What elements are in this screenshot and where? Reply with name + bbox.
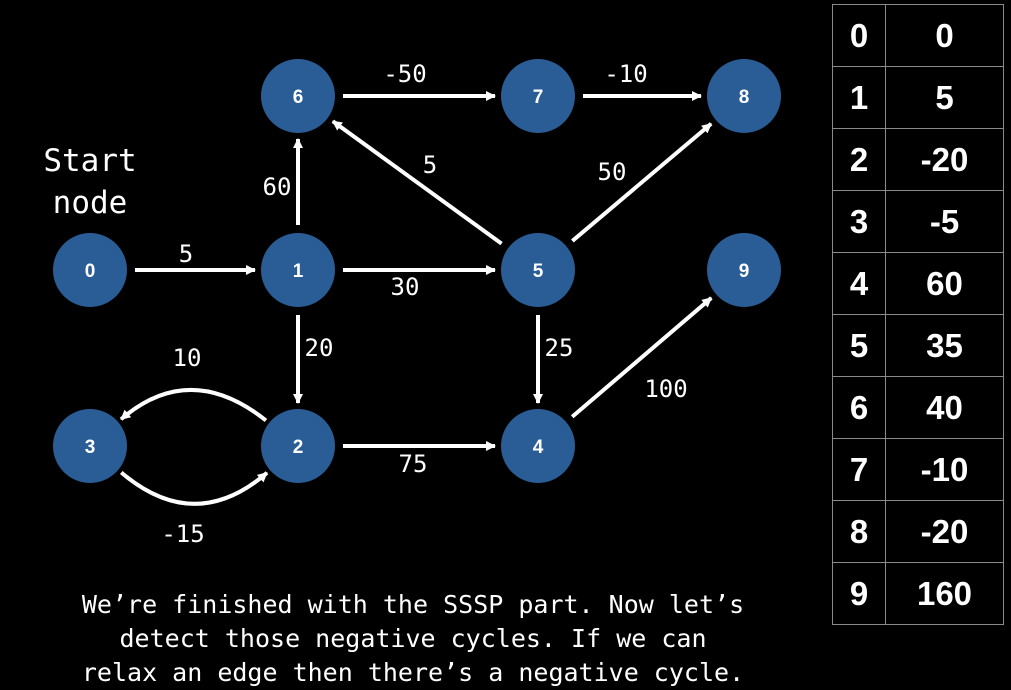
edge-weight-5-6: 5 bbox=[423, 151, 437, 179]
node-7: 7 bbox=[501, 59, 575, 133]
edge-4-9 bbox=[570, 296, 713, 419]
edge-weight-5-8: 50 bbox=[598, 158, 627, 186]
node-label-2: 2 bbox=[293, 437, 304, 458]
distance-value-cell: 160 bbox=[916, 574, 973, 612]
node-0: 0 bbox=[53, 233, 127, 307]
distance-node-cell: 9 bbox=[833, 563, 886, 624]
edge-weight-5-4: 25 bbox=[545, 334, 574, 362]
distance-value-cell: -10 bbox=[920, 450, 969, 488]
distance-value-cell: -20 bbox=[920, 140, 969, 178]
distance-row-9: 9 160 bbox=[833, 562, 1003, 624]
distance-node-cell: 6 bbox=[833, 377, 886, 438]
node-2: 2 bbox=[261, 409, 335, 483]
node-label-0: 0 bbox=[85, 261, 96, 282]
node-label-5: 5 bbox=[533, 261, 544, 282]
distance-value-cell: -20 bbox=[920, 512, 969, 550]
node-label-4: 4 bbox=[533, 437, 544, 458]
node-label-9: 9 bbox=[739, 261, 750, 282]
distance-row-7: 7 -10 bbox=[833, 438, 1003, 500]
edge-weight-2-3: 10 bbox=[173, 344, 202, 372]
distance-node-cell: 1 bbox=[833, 67, 886, 128]
edge-weight-4-9: 100 bbox=[644, 375, 687, 403]
node-4: 4 bbox=[501, 409, 575, 483]
distance-value-cell: 35 bbox=[926, 326, 963, 364]
node-9: 9 bbox=[707, 233, 781, 307]
node-5: 5 bbox=[501, 233, 575, 307]
node-circle-2 bbox=[261, 409, 335, 483]
node-circle-4 bbox=[501, 409, 575, 483]
distance-row-5: 5 35 bbox=[833, 314, 1003, 376]
distance-value-cell: 5 bbox=[935, 78, 954, 116]
node-label-1: 1 bbox=[293, 261, 304, 282]
edge-weight-2-4: 75 bbox=[399, 450, 428, 478]
node-label-3: 3 bbox=[85, 437, 96, 458]
distance-row-3: 3 -5 bbox=[833, 190, 1003, 252]
node-label-6: 6 bbox=[293, 87, 304, 108]
node-circle-1 bbox=[261, 233, 335, 307]
caption-line-1: We’re finished with the SSSP part. Now l… bbox=[81, 590, 745, 619]
node-label-7: 7 bbox=[533, 87, 544, 108]
nodes-layer: 0 1 2 3 4 5 6 7 8 9 bbox=[53, 59, 781, 483]
node-1: 1 bbox=[261, 233, 335, 307]
node-circle-7 bbox=[501, 59, 575, 133]
distance-row-6: 6 40 bbox=[833, 376, 1003, 438]
node-circle-0 bbox=[53, 233, 127, 307]
distance-value-cell: -5 bbox=[929, 202, 960, 240]
distance-node-cell: 2 bbox=[833, 129, 886, 190]
distance-value-cell: 40 bbox=[926, 388, 963, 426]
distance-node-cell: 8 bbox=[833, 501, 886, 562]
caption: We’re finished with the SSSP part. Now l… bbox=[0, 588, 826, 690]
distance-value-cell: 0 bbox=[935, 16, 954, 54]
distance-node-cell: 5 bbox=[833, 315, 886, 376]
distance-row-8: 8 -20 bbox=[833, 500, 1003, 562]
start-node-label-line2: node bbox=[53, 185, 128, 221]
node-label-8: 8 bbox=[739, 87, 750, 108]
edge-2-3 bbox=[119, 387, 268, 423]
node-circle-9 bbox=[707, 233, 781, 307]
node-circle-8 bbox=[707, 59, 781, 133]
node-3: 3 bbox=[53, 409, 127, 483]
edges-layer bbox=[119, 91, 713, 506]
distance-row-2: 2 -20 bbox=[833, 128, 1003, 190]
distance-row-4: 4 60 bbox=[833, 252, 1003, 314]
distance-node-cell: 0 bbox=[833, 5, 886, 66]
edge-weight-1-2: 20 bbox=[305, 334, 334, 362]
node-6: 6 bbox=[261, 59, 335, 133]
node-circle-5 bbox=[501, 233, 575, 307]
edge-3-2 bbox=[119, 470, 269, 506]
caption-line-2: detect those negative cycles. If we can bbox=[119, 624, 707, 653]
distance-node-cell: 3 bbox=[833, 191, 886, 252]
edge-weight-6-7: -50 bbox=[383, 60, 426, 88]
start-node-label-line1: Start bbox=[43, 143, 136, 179]
edge-weight-3-2: -15 bbox=[161, 520, 204, 548]
edge-5-6 bbox=[331, 119, 503, 246]
edge-weight-1-5: 30 bbox=[391, 273, 420, 301]
distance-node-cell: 7 bbox=[833, 439, 886, 500]
edge-weight-0-1: 5 bbox=[179, 240, 193, 268]
node-8: 8 bbox=[707, 59, 781, 133]
edge-weight-1-6: 60 bbox=[263, 173, 292, 201]
edge-5-8 bbox=[571, 122, 713, 243]
node-circle-3 bbox=[53, 409, 127, 483]
distance-node-cell: 4 bbox=[833, 253, 886, 314]
node-circle-6 bbox=[261, 59, 335, 133]
edge-weight-7-8: -10 bbox=[604, 60, 647, 88]
caption-line-3: relax an edge then there’s a negative cy… bbox=[81, 658, 745, 687]
distance-value-cell: 60 bbox=[926, 264, 963, 302]
